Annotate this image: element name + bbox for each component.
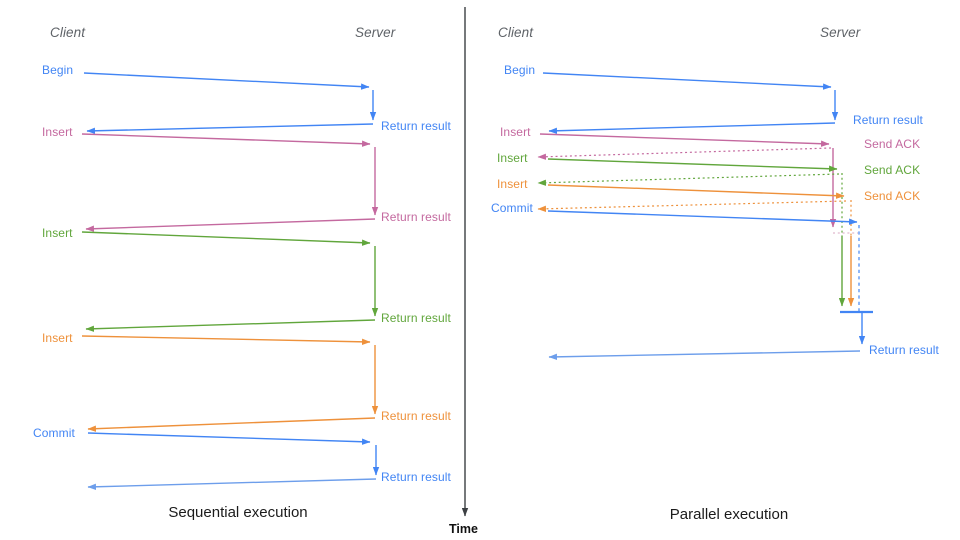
parallel-commit-request-arrow — [547, 210, 858, 225]
sequential-insert-3-return-arrow — [87, 417, 376, 432]
sequential-return-result-insert-2-label: Return result — [381, 311, 451, 325]
parallel-begin-request-arrow — [542, 72, 832, 90]
sequential-insert-2-label: Insert — [42, 226, 73, 240]
parallel-commit-return-arrow — [548, 350, 861, 361]
parallel-send-ack-insert-1-label: Send ACK — [864, 137, 921, 151]
sequential-insert-1-request-arrow — [81, 133, 371, 147]
sequential-begin-return-arrow — [86, 123, 374, 134]
sequential-server-header-label: Server — [355, 25, 396, 40]
parallel-send-ack-insert-2-label: Send ACK — [864, 163, 921, 177]
sequential-commit-request-arrow — [87, 432, 371, 445]
parallel-insert-1-request-arrow — [539, 133, 830, 147]
parallel-return-result-commit-label: Return result — [869, 343, 939, 357]
sequential-insert-2-request-arrow — [81, 231, 371, 246]
sequential-return-result-insert-1-label: Return result — [381, 210, 451, 224]
parallel-insert-2-request-arrow — [547, 158, 838, 172]
sequential-execution-title: Sequential execution — [168, 504, 308, 521]
parallel-insert-1-ack-arrow — [537, 147, 832, 160]
parallel-commit-label: Commit — [491, 201, 533, 215]
parallel-send-ack-insert-3-label: Send ACK — [864, 189, 921, 203]
parallel-insert-3-request-arrow — [547, 184, 845, 199]
sequential-client-header-label: Client — [50, 25, 86, 40]
sequential-insert-3-label: Insert — [42, 331, 73, 345]
parallel-client-header-label: Client — [498, 25, 534, 40]
sequential-insert-1-return-arrow — [85, 218, 376, 232]
parallel-insert-2-label: Insert — [497, 151, 528, 165]
parallel-insert-2-ack-arrow — [537, 173, 840, 186]
sequential-return-result-insert-3-label: Return result — [381, 409, 451, 423]
sequential-begin-label: Begin — [42, 63, 74, 77]
sequential-insert-1-label: Insert — [42, 125, 73, 139]
parallel-insert-3-label: Insert — [497, 177, 528, 191]
sequential-commit-return-arrow — [87, 478, 377, 490]
parallel-execution-title: Parallel execution — [669, 506, 789, 523]
sequential-return-result-commit-label: Return result — [381, 470, 451, 484]
sequential-begin-request-arrow — [83, 72, 370, 90]
parallel-insert-3-ack-arrow — [537, 200, 847, 212]
parallel-return-result-begin-label: Return result — [853, 113, 923, 127]
time-axis-label: Time — [449, 522, 478, 536]
parallel-begin-return-arrow — [548, 122, 836, 134]
sequential-insert-2-return-arrow — [85, 319, 376, 332]
sequential-insert-3-request-arrow — [81, 335, 371, 346]
sequential-return-result-begin-label: Return result — [381, 119, 451, 133]
sequential-commit-label: Commit — [33, 426, 75, 440]
parallel-server-header-label: Server — [820, 25, 861, 40]
parallel-insert-1-label: Insert — [500, 125, 531, 139]
parallel-begin-label: Begin — [504, 63, 536, 77]
